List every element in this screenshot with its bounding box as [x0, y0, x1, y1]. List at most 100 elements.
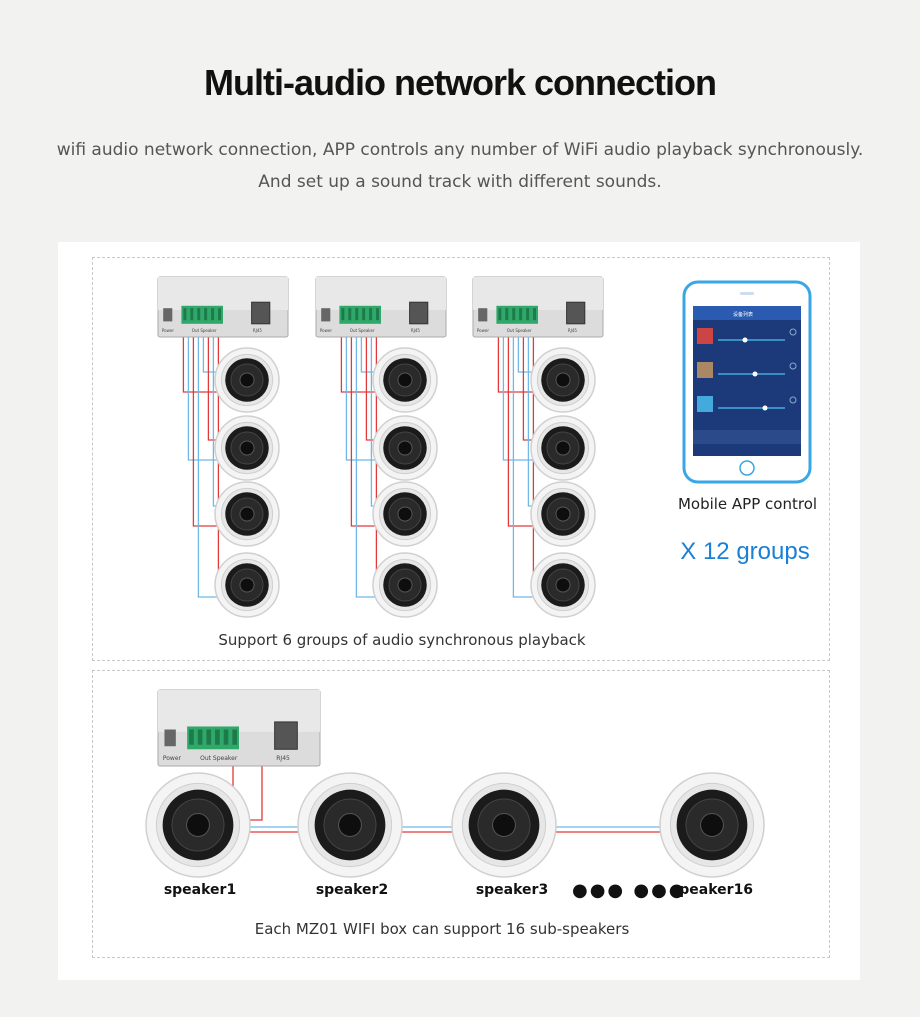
- speaker-dustcap: [338, 813, 362, 837]
- groups-count-caption: X 12 groups: [680, 538, 810, 565]
- power-jack-icon: [164, 729, 176, 747]
- terminal-screw-icon: [197, 308, 201, 321]
- port-label: Out Speaker: [507, 328, 532, 333]
- speaker-dustcap: [700, 813, 724, 837]
- terminal-screw-icon: [533, 308, 536, 321]
- port-label: Out Speaker: [192, 328, 217, 333]
- speaker-dustcap: [555, 577, 571, 593]
- ceiling-speaker: [659, 772, 765, 878]
- blue-wire: [512, 337, 535, 598]
- ceiling-speaker: [214, 415, 280, 481]
- blue-wire: [202, 337, 219, 373]
- album-cover-image: [697, 362, 713, 378]
- speaker-label: speaker2: [315, 882, 389, 898]
- ceiling-speaker: [372, 415, 438, 481]
- ceiling-speaker: [530, 415, 596, 481]
- ellipsis-dots: ●●● ●●●: [572, 880, 687, 901]
- red-wire: [350, 337, 377, 527]
- blue-wire: [197, 337, 219, 598]
- terminal-screw-icon: [362, 308, 366, 321]
- phone-header-title: 设备列表: [733, 311, 753, 318]
- terminal-screw-icon: [376, 308, 379, 321]
- terminal-block: [496, 305, 538, 324]
- terminal-screw-icon: [211, 308, 215, 321]
- terminal-screw-icon: [341, 308, 345, 321]
- speaker-label: speaker16: [670, 882, 754, 898]
- terminal-screw-icon: [369, 308, 373, 321]
- port-label: Out Speaker: [200, 755, 238, 762]
- album-cover-image: [697, 396, 713, 412]
- ceiling-speaker: [372, 347, 438, 413]
- ceiling-speaker: [530, 552, 596, 618]
- home-button-icon: [739, 460, 755, 476]
- speaker-dustcap: [397, 577, 413, 593]
- speaker-dustcap: [239, 372, 255, 388]
- terminal-screw-icon: [218, 308, 221, 321]
- speaker-dustcap: [239, 577, 255, 593]
- sixteen-speakers-caption: Each MZ01 WIFI box can support 16 sub-sp…: [254, 920, 630, 938]
- ceiling-speaker: [214, 481, 280, 547]
- rj45-port-icon: [251, 301, 271, 325]
- wifi-audio-box: Power Out Speaker RJ45: [157, 276, 289, 338]
- ceiling-speaker: [530, 481, 596, 547]
- subtitle-line-1: wifi audio network connection, APP contr…: [56, 140, 864, 160]
- ceiling-speaker: [530, 347, 596, 413]
- settings-icon: [789, 328, 797, 336]
- rj45-port-icon: [409, 301, 429, 325]
- power-label: Power: [163, 755, 182, 762]
- phone-app-header: [693, 306, 801, 320]
- terminal-block: [181, 305, 223, 324]
- power-jack-icon: [478, 308, 488, 322]
- red-wire: [507, 337, 535, 527]
- speaker-dustcap: [186, 813, 210, 837]
- red-wire: [340, 337, 377, 393]
- blue-wire: [502, 337, 535, 461]
- ceiling-speaker: [214, 552, 280, 618]
- rj45-label: RJ45: [411, 328, 421, 333]
- power-label: Power: [477, 328, 489, 333]
- ceiling-speaker: [145, 772, 251, 878]
- blue-wire: [355, 337, 377, 598]
- terminal-block: [339, 305, 381, 324]
- settings-icon: [789, 396, 797, 404]
- power-jack-icon: [321, 308, 331, 322]
- settings-icon: [789, 362, 797, 370]
- mobile-phone: 设备列表: [682, 280, 812, 484]
- red-wire: [192, 337, 219, 527]
- power-label: Power: [162, 328, 174, 333]
- terminal-block: [187, 726, 239, 750]
- rj45-label: RJ45: [568, 328, 578, 333]
- page-title: Multi-audio network connection: [204, 62, 717, 103]
- speaker-dustcap: [397, 506, 413, 522]
- terminal-screw-icon: [355, 308, 359, 321]
- wifi-audio-box: Power Out Speaker RJ45: [472, 276, 604, 338]
- speaker-dustcap: [555, 372, 571, 388]
- terminal-screw-icon: [526, 308, 530, 321]
- speaker-label: speaker1: [163, 882, 237, 898]
- terminal-screw-icon: [498, 308, 502, 321]
- speaker-label: speaker3: [475, 882, 549, 898]
- terminal-screw-icon: [206, 729, 212, 745]
- terminal-screw-icon: [189, 729, 194, 745]
- ceiling-speaker: [214, 347, 280, 413]
- blue-wire: [187, 337, 219, 461]
- terminal-screw-icon: [348, 308, 352, 321]
- speaker-dustcap: [397, 440, 413, 456]
- wifi-audio-box: Power Out Speaker RJ45: [157, 689, 321, 767]
- phone-speaker-slot: [740, 292, 754, 295]
- rj45-port-icon: [274, 721, 298, 750]
- terminal-screw-icon: [223, 729, 229, 745]
- rj45-label: RJ45: [253, 328, 263, 333]
- subtitle-line-2: And set up a sound track with different …: [258, 172, 662, 192]
- port-label: Out Speaker: [350, 328, 375, 333]
- terminal-screw-icon: [505, 308, 509, 321]
- rj45-label: RJ45: [276, 755, 290, 762]
- slider-thumb: [742, 337, 748, 343]
- speaker-dustcap: [397, 372, 413, 388]
- ceiling-speaker: [451, 772, 557, 878]
- speaker-dustcap: [492, 813, 516, 837]
- terminal-screw-icon: [512, 308, 516, 321]
- speaker-dustcap: [555, 506, 571, 522]
- power-jack-icon: [163, 308, 173, 322]
